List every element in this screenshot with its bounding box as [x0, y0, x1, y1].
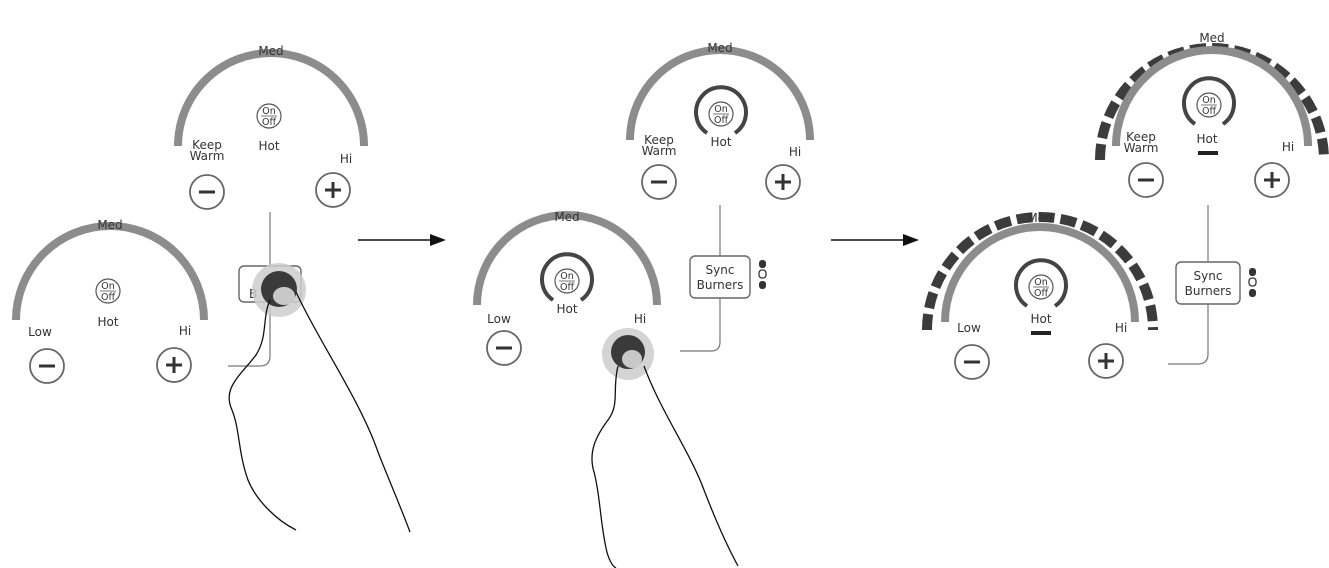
sync-burners-button[interactable]: Sync Burners	[1175, 261, 1241, 305]
burner-bottom: Med Low Hi On Off Hot	[12, 218, 208, 384]
hot-label: Hot	[258, 139, 279, 153]
sync-burners-button[interactable]: Sync Burners	[689, 255, 751, 299]
svg-text:Sync: Sync	[1194, 269, 1223, 283]
hot-label: Hot	[1196, 132, 1217, 146]
active-ring	[1014, 258, 1068, 308]
heat-arc	[626, 46, 814, 141]
keep-warm-label: Keep	[1126, 130, 1156, 144]
svg-text:Off: Off	[714, 115, 728, 126]
plus-button[interactable]	[1254, 162, 1290, 198]
heat-arc	[12, 222, 208, 321]
connector-line	[228, 302, 271, 367]
keep-warm-label: Warm	[642, 144, 677, 158]
connector-line	[680, 298, 721, 352]
hot-label: Hot	[1030, 312, 1051, 326]
on-off-button[interactable]: On Off	[554, 268, 580, 294]
plus-button[interactable]	[1088, 343, 1124, 379]
svg-text:On: On	[262, 106, 276, 117]
minus-button[interactable]	[641, 164, 677, 200]
step-1: Med Keep Warm Hi On Off Hot	[12, 44, 411, 533]
med-label: Med	[97, 218, 122, 232]
hi-label: Hi	[179, 324, 191, 338]
active-ring	[1182, 76, 1236, 126]
svg-text:Off: Off	[560, 282, 574, 293]
burner-top: Med Keep Warm Hi On Off Hot	[174, 44, 368, 210]
sync-indicator-dots	[758, 260, 767, 289]
svg-text:Burners: Burners	[697, 278, 744, 292]
heat-arc	[174, 49, 368, 147]
on-off-button[interactable]: On Off	[256, 103, 282, 129]
hot-indicator-bar	[1031, 331, 1051, 335]
hi-label: Hi	[1282, 140, 1294, 154]
keep-warm-label: Warm	[1124, 141, 1159, 155]
med-label: Med	[707, 41, 732, 55]
svg-text:On: On	[1202, 95, 1216, 106]
plus-button[interactable]	[765, 164, 801, 200]
low-label: Low	[487, 312, 511, 326]
heat-arc	[473, 211, 661, 306]
active-ring	[540, 252, 594, 302]
step-2: Med Keep Warm Hi On Off Hot	[473, 41, 814, 568]
burner-on-ring	[922, 212, 1158, 331]
hi-label: Hi	[340, 152, 352, 166]
hot-label: Hot	[97, 315, 118, 329]
burner-top: Med Keep Warm Hi On Off Hot	[626, 41, 814, 200]
low-label: Low	[28, 325, 52, 339]
svg-text:Off: Off	[101, 292, 115, 303]
hi-label: Hi	[1115, 321, 1127, 335]
on-off-button[interactable]: On Off	[1196, 92, 1222, 118]
svg-text:Off: Off	[262, 117, 276, 128]
sync-indicator-dots	[1248, 268, 1257, 297]
keep-warm-label: Keep	[644, 133, 674, 147]
minus-button[interactable]	[189, 174, 225, 210]
svg-text:On: On	[714, 104, 728, 115]
step-3: Med Keep Warm Hi On Off Hot	[922, 31, 1329, 380]
on-off-button[interactable]: On Off	[95, 278, 121, 304]
connector-line	[1168, 304, 1209, 365]
minus-button[interactable]	[486, 330, 522, 366]
on-off-button[interactable]: On Off	[708, 101, 734, 127]
finger-touch	[252, 263, 306, 317]
med-label: Med	[554, 210, 579, 224]
svg-text:Burners: Burners	[1185, 284, 1232, 298]
plus-button[interactable]	[156, 347, 192, 383]
hand-outline	[228, 291, 411, 533]
hot-label: Hot	[710, 135, 731, 149]
keep-warm-label: Warm	[190, 149, 225, 163]
svg-text:On: On	[1034, 277, 1048, 288]
minus-button[interactable]	[29, 348, 65, 384]
low-label: Low	[957, 321, 981, 335]
med-label: Med	[1199, 31, 1224, 45]
hot-label: Hot	[556, 302, 577, 316]
burner-on-ring	[1095, 43, 1329, 161]
hot-indicator-bar	[1198, 151, 1218, 155]
heat-arc	[1112, 46, 1312, 147]
flow-arrow	[831, 234, 919, 246]
svg-text:Off: Off	[1202, 106, 1216, 117]
heat-arc	[941, 223, 1139, 323]
med-label: Med	[1027, 211, 1052, 225]
svg-text:Sync: Sync	[706, 263, 735, 277]
plus-button[interactable]	[315, 172, 351, 208]
minus-button[interactable]	[954, 344, 990, 380]
flow-arrow	[358, 234, 446, 246]
svg-text:On: On	[101, 281, 115, 292]
med-label: Med	[258, 44, 283, 58]
svg-text:Off: Off	[1034, 288, 1048, 299]
minus-button[interactable]	[1128, 162, 1164, 198]
burner-bottom: Med Low Hi On Off Hot	[922, 211, 1158, 380]
hi-label: Hi	[634, 312, 646, 326]
keep-warm-label: Keep	[192, 138, 222, 152]
hand-outline	[591, 365, 739, 568]
hi-label: Hi	[789, 145, 801, 159]
active-ring	[694, 85, 748, 135]
finger-touch	[602, 328, 654, 380]
burner-bottom: Med Low Hi On Off Hot	[473, 210, 661, 366]
svg-text:On: On	[560, 271, 574, 282]
burner-top: Med Keep Warm Hi On Off Hot	[1095, 31, 1329, 198]
on-off-button[interactable]: On Off	[1028, 274, 1054, 300]
